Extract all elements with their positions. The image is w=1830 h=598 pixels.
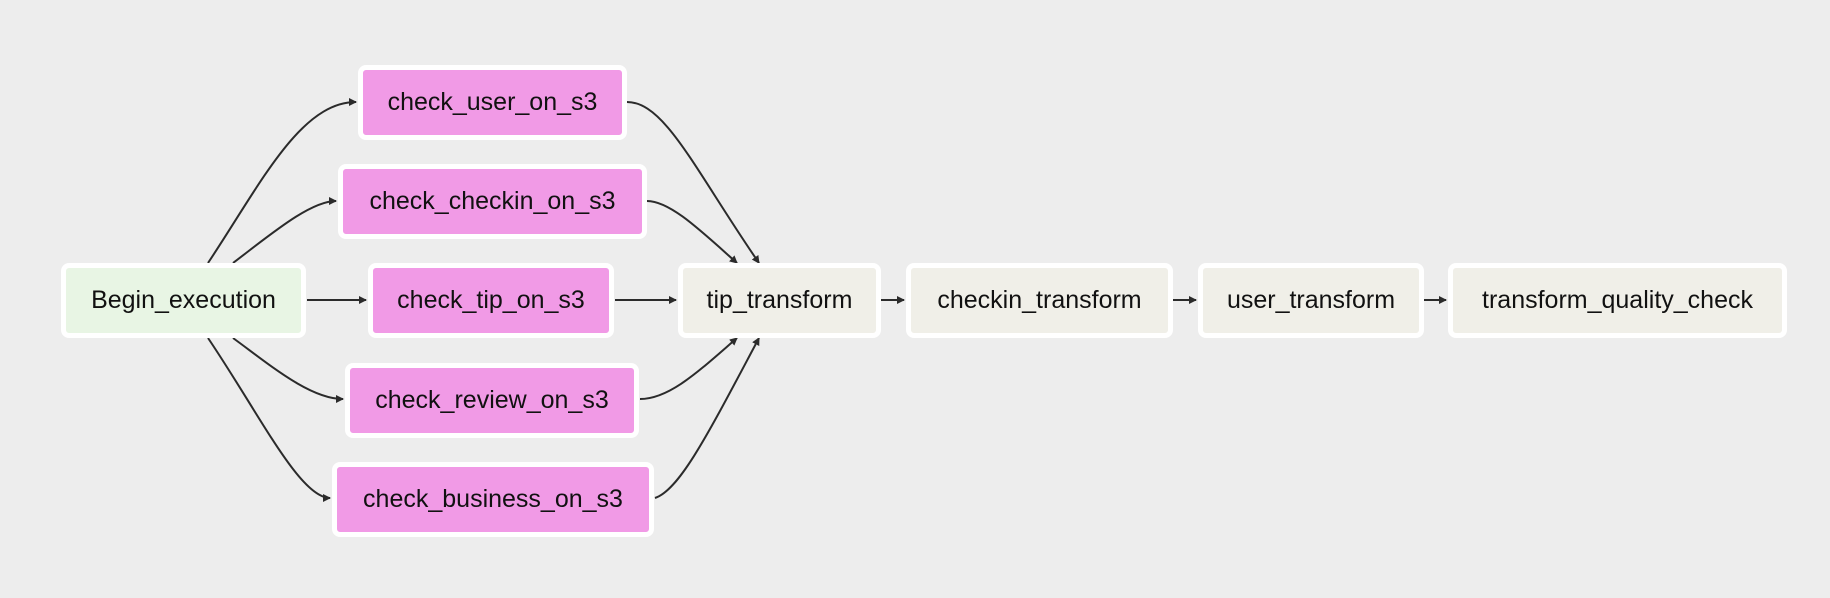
task-node-check-checkin-on-s3[interactable]: check_checkin_on_s3 — [338, 164, 647, 239]
task-label: check_checkin_on_s3 — [369, 187, 616, 215]
task-label: transform_quality_check — [1482, 286, 1753, 314]
task-label: user_transform — [1226, 286, 1396, 314]
task-node-tip-transform[interactable]: tip_transform — [678, 263, 881, 338]
edge-begin-to-check-user — [207, 98, 357, 264]
task-node-check-user-on-s3[interactable]: check_user_on_s3 — [358, 65, 627, 140]
edge-check-business-to-tip-transform — [654, 337, 760, 499]
edge-check-review-to-tip-transform — [639, 337, 738, 400]
task-label: check_tip_on_s3 — [397, 286, 585, 314]
task-label: checkin_transform — [937, 286, 1142, 314]
task-label: tip_transform — [706, 286, 853, 314]
edge-begin-to-check-review — [232, 337, 344, 403]
task-node-check-tip-on-s3[interactable]: check_tip_on_s3 — [368, 263, 614, 338]
edge-check-checkin-to-tip-transform — [646, 200, 738, 264]
task-label: Begin_execution — [91, 286, 276, 314]
task-node-begin-execution[interactable]: Begin_execution — [61, 263, 306, 338]
task-node-checkin-transform[interactable]: checkin_transform — [906, 263, 1173, 338]
task-label: check_user_on_s3 — [387, 88, 598, 116]
task-label: check_review_on_s3 — [375, 386, 609, 414]
task-node-user-transform[interactable]: user_transform — [1198, 263, 1424, 338]
task-node-transform-quality-check[interactable]: transform_quality_check — [1448, 263, 1787, 338]
task-node-check-review-on-s3[interactable]: check_review_on_s3 — [345, 363, 639, 438]
edge-check-user-to-tip-transform — [626, 101, 760, 264]
task-node-check-business-on-s3[interactable]: check_business_on_s3 — [332, 462, 654, 537]
edge-begin-to-check-checkin — [232, 197, 337, 264]
task-label: check_business_on_s3 — [363, 485, 623, 513]
edge-begin-to-check-business — [207, 337, 331, 502]
